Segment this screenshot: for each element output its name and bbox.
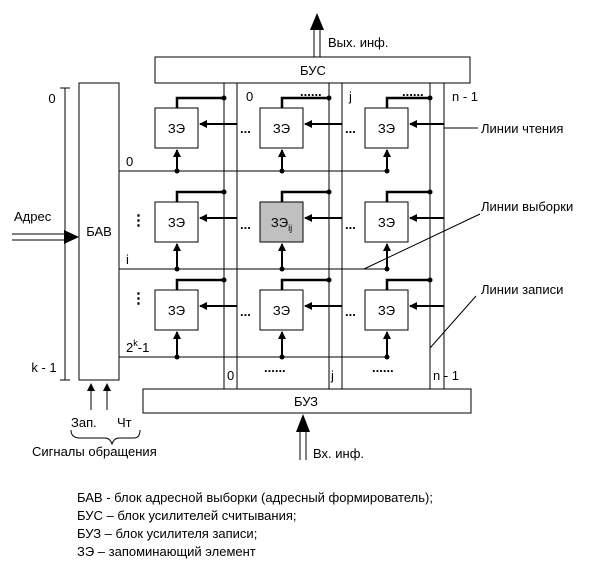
vdots-b: ⋮ [131,290,146,307]
col-bottom-label-n1: n - 1 [433,368,459,383]
read-lines-label: Линии чтения [481,121,563,136]
row0-dots-b: ... [345,121,356,136]
select-junction [384,168,390,174]
selected-cell-label: ЗЭij [271,215,292,233]
read-connection [385,190,430,202]
signal-brace [70,429,141,446]
col-bottom-dots-1: ...... [264,360,286,375]
bav-label: БАВ [86,224,112,239]
read-connection [175,96,224,108]
storage-cell-label: ЗЭ [378,303,395,318]
rowl-dots-b: ... [345,304,356,319]
select-junction [279,266,285,272]
address-arrow [12,230,79,244]
address-bottom-label: k - 1 [31,360,56,375]
col-top-label-n1: n - 1 [452,89,478,104]
read-connection [175,278,224,290]
row-lines [119,170,388,358]
leader-lines [363,127,481,349]
vdots-a: ⋮ [131,212,146,229]
row-label-i: i [126,252,129,267]
rowi-dots-b: ... [345,217,356,232]
storage-cell [154,201,199,243]
address-label: Адрес [14,209,52,224]
read-connection [175,190,224,202]
select-junction [384,354,390,360]
read-connection [280,190,329,202]
read-junction [326,95,332,101]
signal-arrows [87,383,111,410]
buz-block [142,388,472,414]
row0-dots-a: ... [240,121,251,136]
col-bottom-label-0: 0 [227,368,234,383]
row-label-last: 2k-1 [126,338,149,355]
rowl-dots-a: ... [240,304,251,319]
col-top-dots-1: ...... [300,84,322,99]
write-lines-label: Линии записи [481,282,563,297]
col-bottom-label-j: j [330,368,334,383]
address-top-label: 0 [48,91,55,106]
bus-block [154,56,471,84]
read-junction [427,277,433,283]
read-connection [385,278,430,290]
output-arrow [310,13,324,57]
select-junction [384,266,390,272]
read-connection [280,96,329,108]
select-junction [174,354,180,360]
signal-read-label: Чт [117,415,132,430]
storage-cell [364,289,409,331]
signal-write-label: Зап. [71,415,97,430]
read-junction [221,277,227,283]
storage-cell-label: ЗЭ [168,215,185,230]
col-top-dots-2: ...... [402,84,424,99]
legend-line-4: ЗЭ – запоминающий элемент [77,544,256,559]
storage-cell [259,107,304,149]
storage-cell [154,107,199,149]
col-top-label-j: j [348,89,352,104]
input-arrow [296,414,310,460]
read-connection [280,278,329,290]
read-junction [326,189,332,195]
storage-cell-label: ЗЭ [273,121,290,136]
output-label: Вых. инф. [328,35,389,50]
select-junction [174,168,180,174]
read-junction [221,189,227,195]
read-junction [427,189,433,195]
read-junction [221,95,227,101]
select-junction [174,266,180,272]
buz-label: БУЗ [294,394,318,409]
storage-cell-label: ЗЭ [378,121,395,136]
read-junction [326,277,332,283]
select-junction [279,354,285,360]
select-junction [279,168,285,174]
signals-caption: Сигналы обращения [32,444,157,459]
read-junction [427,95,433,101]
storage-cell [364,201,409,243]
selected-cell [259,201,304,243]
read-connection [385,96,430,108]
legend-line-1: БАВ - блок адресной выборки (адресный фо… [77,490,433,505]
legend-line-3: БУЗ – блок усилителя записи; [77,526,258,541]
legend-line-2: БУС – блок усилителей считывания; [77,508,297,523]
storage-cell-label: ЗЭ [273,303,290,318]
row-label-0: 0 [126,154,133,169]
column-lines [223,83,445,389]
bav-block [78,82,120,381]
select-lines-label: Линии выборки [481,199,573,214]
bus-label: БУС [300,63,326,78]
storage-cell [259,289,304,331]
col-bottom-dots-2: ...... [372,360,394,375]
col-top-label-0: 0 [246,89,253,104]
rowi-dots-a: ... [240,217,251,232]
storage-cell-label: ЗЭ [168,121,185,136]
storage-cell-label: ЗЭ [378,215,395,230]
storage-cell-label: ЗЭ [168,303,185,318]
input-label: Вх. инф. [313,446,364,461]
